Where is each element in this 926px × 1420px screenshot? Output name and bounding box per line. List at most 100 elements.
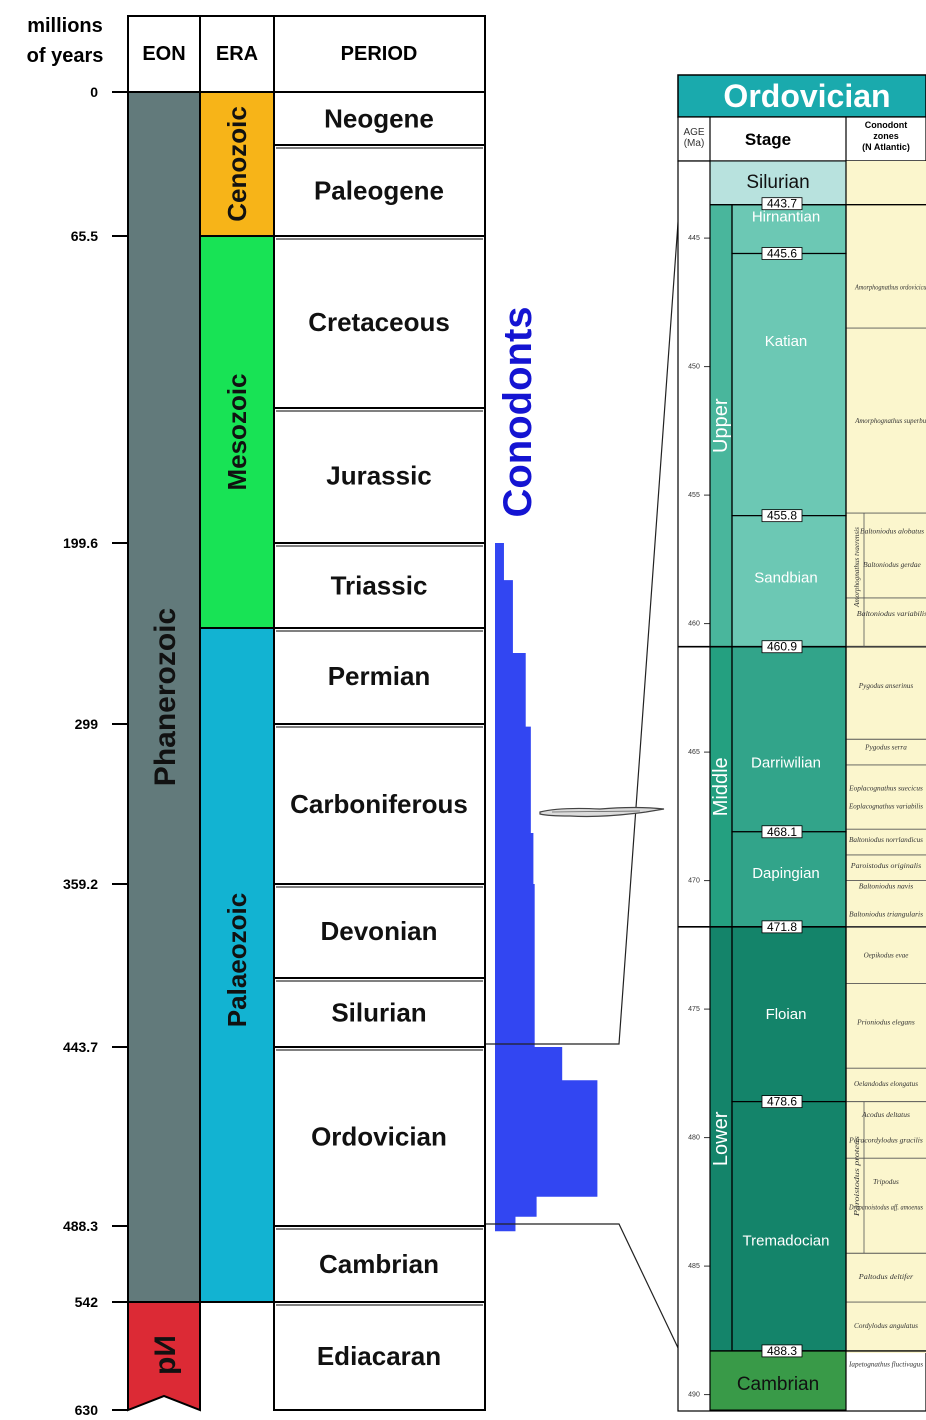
period-cambrian-label: Cambrian <box>319 1249 439 1279</box>
age-tick-label: 455 <box>688 492 700 499</box>
conodont-zone: Tripodus <box>873 1178 899 1186</box>
age-column-header-line1: millions <box>27 15 103 37</box>
age-tick-label: 450 <box>688 364 700 371</box>
conodont-zone: Baltoniodus gerdae <box>863 561 921 569</box>
period-paleogene-label: Paleogene <box>314 176 444 206</box>
conodont-element-icon <box>540 808 664 817</box>
conodont-zone: Paltodus deltifer <box>858 1273 914 1281</box>
conodont-zone: Amorphognathus ordovicicus <box>854 284 926 292</box>
conodont-zone: Acodus deltatus <box>861 1111 910 1119</box>
boundary-age-label: 443.7 <box>767 197 797 211</box>
boundary-age-label: 471.8 <box>767 920 797 934</box>
age-tick-label: 445 <box>688 235 700 242</box>
eon-header: EON <box>142 43 185 65</box>
stage-katian <box>732 254 846 516</box>
era-cenozoic-label: Cenozoic <box>222 106 252 222</box>
age-unit-header: (Ma) <box>684 138 705 149</box>
stage-katian-label: Katian <box>765 333 808 350</box>
ordovician-chart: Ordovician AGE (Ma) Stage Conodont zones… <box>678 75 926 1411</box>
stage-tremadocian-label: Tremadocian <box>743 1233 830 1250</box>
stage-darriwilian-label: Darriwilian <box>751 755 821 772</box>
zones-header-line3: (N Atlantic) <box>862 142 910 152</box>
age-label: 299 <box>75 716 99 732</box>
age-label: 0 <box>90 84 98 100</box>
age-tick-label: 490 <box>688 1392 700 1399</box>
conodont-range: Conodonts <box>495 306 597 1231</box>
age-tick-label: 470 <box>688 878 700 885</box>
stage-tremadocian <box>732 1102 846 1351</box>
conodont-diversity-spindle <box>495 543 597 1231</box>
boundary-age-label: 460.9 <box>767 640 797 654</box>
age-tick-label: 460 <box>688 621 700 628</box>
conodont-zone: Oelandodus elongatus <box>854 1080 918 1088</box>
stage-dapingian-label: Dapingian <box>752 865 820 882</box>
conodont-zone-vertical: Amorphognathus tvaerensis <box>853 527 861 608</box>
conodont-zone: Paroistodus originalis <box>850 862 922 870</box>
conodont-zone: Eoplacognathus suecicus <box>848 785 923 793</box>
series-upper-label: Upper <box>710 398 732 453</box>
time-scale: millions of years EON ERA PERIOD Phanero… <box>27 15 485 1418</box>
stage-header: Stage <box>745 130 791 149</box>
age-label: 443.7 <box>63 1039 98 1055</box>
age-label: 359.2 <box>63 876 98 892</box>
period-cretaceous-label: Cretaceous <box>308 307 450 337</box>
conodont-zone: Baltoniodus alobatus <box>860 528 924 536</box>
era-mesozoic-label: Mesozoic <box>222 373 252 490</box>
age-column-header-line2: of years <box>27 45 104 67</box>
zones-header-line2: zones <box>873 131 899 141</box>
period-triassic-label: Triassic <box>331 571 428 601</box>
age-tick-label: 485 <box>688 1263 700 1270</box>
age-tick-label: 465 <box>688 749 700 756</box>
period-permian-label: Permian <box>328 661 431 691</box>
stage-sandbian-label: Sandbian <box>754 569 817 586</box>
age-tick-label: 480 <box>688 1135 700 1142</box>
conodont-zone: Amorphognathus superbus <box>854 417 926 425</box>
age-label: 65.5 <box>71 228 98 244</box>
boundary-age-label: 455.8 <box>767 509 797 523</box>
age-label: 488.3 <box>63 1218 98 1234</box>
period-devonian-label: Devonian <box>320 916 437 946</box>
stage-floian-label: Floian <box>766 1006 807 1023</box>
zones-header-line1: Conodont <box>865 120 907 130</box>
conodont-zone: Cordylodus angulatus <box>854 1322 918 1330</box>
conodont-zone: Eoplacognathus variabilis <box>848 803 923 811</box>
period-ediacaran-label: Ediacaran <box>317 1341 441 1371</box>
eon-phanerozoic-label: Phanerozoic <box>149 608 182 786</box>
conodont-zone: Baltoniodus variabilis <box>857 610 926 618</box>
boundary-age-label: 445.6 <box>767 247 797 261</box>
stage-cambrian-label: Cambrian <box>737 1374 819 1395</box>
conodont-zone: Baltoniodus norrlandicus <box>849 836 923 844</box>
age-label: 630 <box>75 1402 99 1418</box>
connector-bottom-line <box>486 1224 680 1352</box>
period-header: PERIOD <box>341 43 418 65</box>
eon-precambrian-label: pИ <box>149 1335 182 1375</box>
boundary-age-label: 478.6 <box>767 1095 797 1109</box>
period-neogene-label: Neogene <box>324 104 434 134</box>
age-tick-label: 475 <box>688 1006 700 1013</box>
period-ordovician-label: Ordovician <box>311 1122 447 1152</box>
conodont-zone: Prioniodus elegans <box>856 1019 915 1027</box>
period-jurassic-label: Jurassic <box>326 461 432 491</box>
period-silurian-label: Silurian <box>331 998 426 1028</box>
era-header: ERA <box>216 43 258 65</box>
stage-silurian-label: Silurian <box>746 172 809 193</box>
conodont-zone: Iapetognathus fluctivagus <box>848 1360 923 1368</box>
conodont-zone: Pygodus anserinus <box>858 682 914 690</box>
conodont-zone-vertical: Paroistodus proteus <box>853 1136 861 1218</box>
conodonts-label: Conodonts <box>496 306 540 517</box>
era-palaeozoic-label: Palaeozoic <box>222 893 252 1027</box>
period-carboniferous-label: Carboniferous <box>290 789 468 819</box>
series-lower-label: Lower <box>710 1111 732 1166</box>
conodont-zone: Pygodus serra <box>864 744 907 752</box>
conodont-zone: Oepikodus evae <box>864 952 909 960</box>
boundary-age-label: 468.1 <box>767 825 797 839</box>
conodont-zone: Baltoniodus triangularis <box>849 911 923 919</box>
boundary-age-label: 488.3 <box>767 1344 797 1358</box>
conodont-zone: Baltoniodus navis <box>859 882 914 890</box>
ordovician-title: Ordovician <box>723 78 890 114</box>
stage-darriwilian <box>732 647 846 832</box>
stage-hirnantian-label: Hirnantian <box>752 209 820 226</box>
age-label: 542 <box>75 1294 99 1310</box>
